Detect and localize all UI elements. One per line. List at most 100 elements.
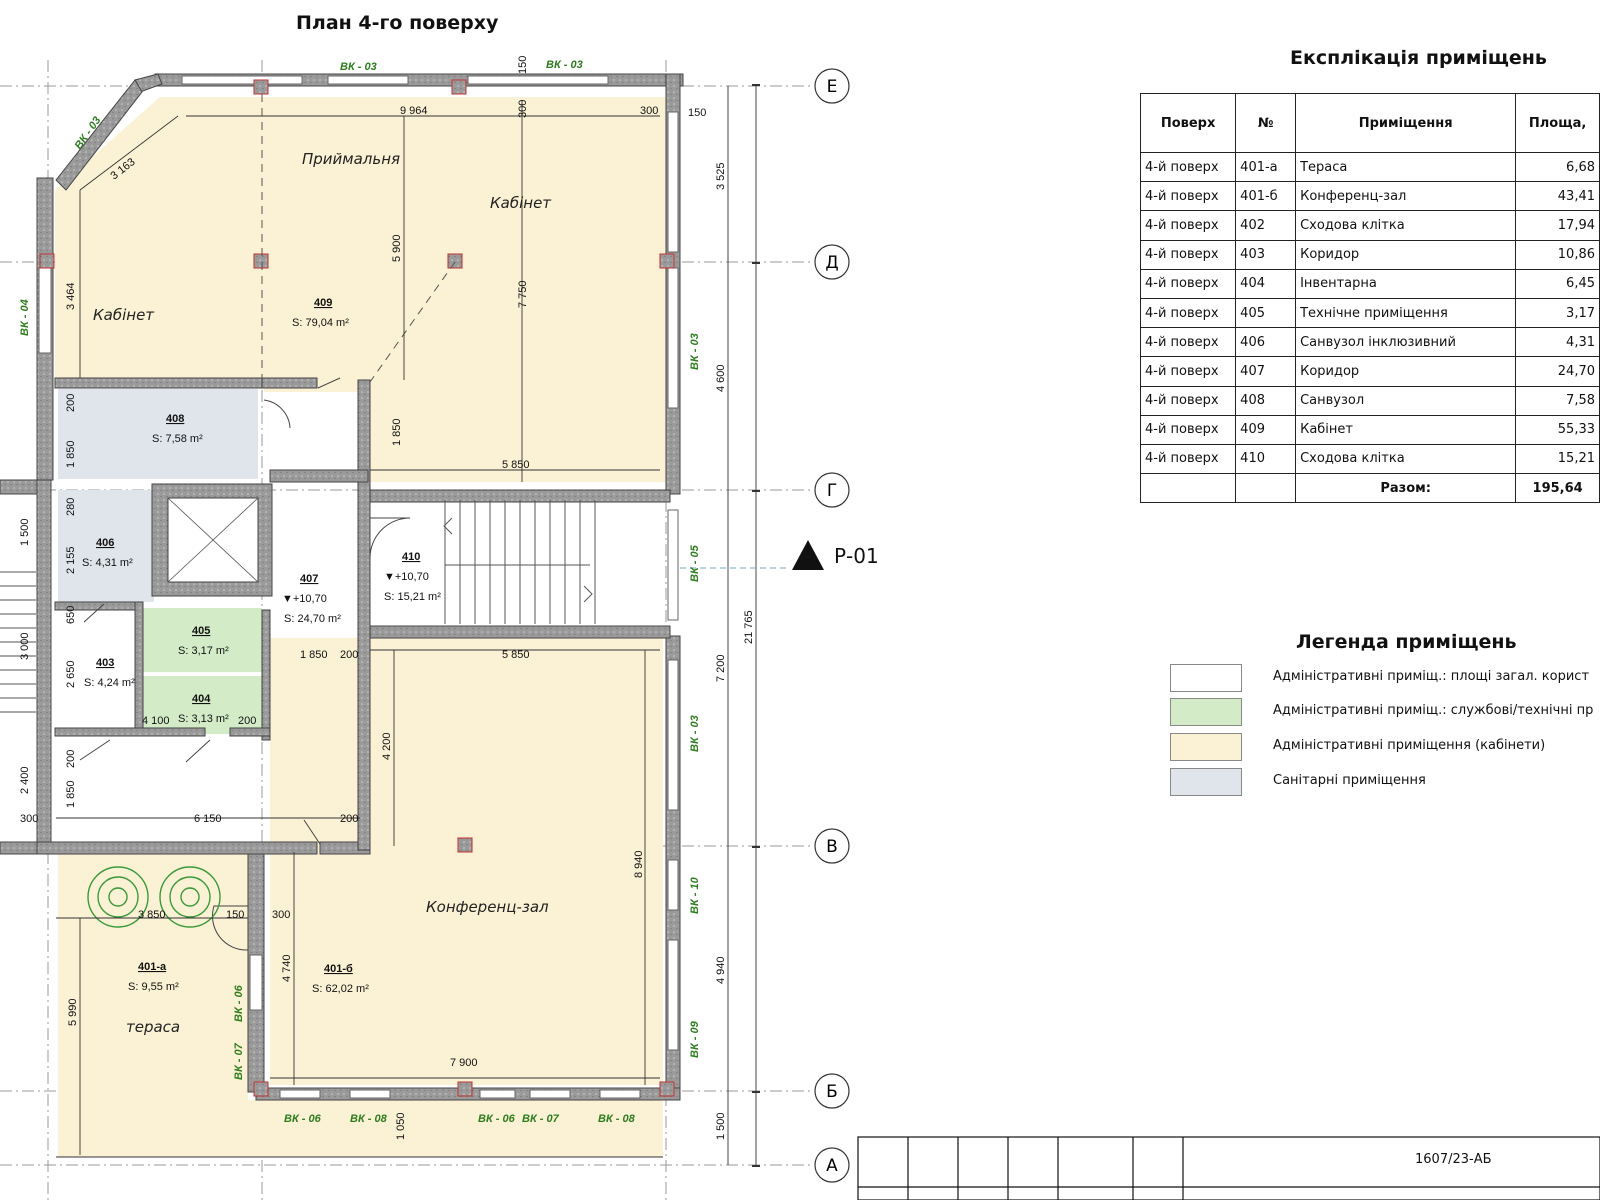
legend-text: Адміністративні приміщення (кабінети): [1273, 738, 1546, 753]
room-name-terrace: тераса: [126, 1018, 180, 1036]
window-tag: ВК - 04: [19, 299, 31, 336]
dim-label: 150: [226, 909, 244, 921]
legend-title: Легенда приміщень: [1296, 631, 1517, 653]
room-number-408: 408: [166, 413, 184, 425]
legend-text: Санітарні приміщення: [1273, 773, 1426, 788]
cell-room: Технічне приміщення: [1295, 297, 1517, 329]
total-value: 195,64: [1515, 473, 1600, 504]
legend-item: Адміністративні приміщення (кабінети): [1170, 732, 1545, 762]
dim-label: 2 155: [65, 546, 77, 574]
room-401b-fill-2: [370, 638, 663, 848]
cell-floor: 4-й поверх: [1139, 414, 1237, 445]
room-number-409: 409: [314, 297, 332, 309]
axis-bubble-v: [814, 828, 850, 864]
dim-label: 200: [340, 649, 358, 661]
cell-area: 10,86: [1515, 239, 1600, 270]
doors: [79, 377, 411, 951]
legend-swatch-public: [1170, 664, 1242, 692]
cell-number: 401-б: [1235, 181, 1297, 212]
room-401a-fill: [58, 852, 248, 1157]
plan-title: План 4-го поверху: [296, 12, 499, 34]
dim-label: 5 990: [67, 998, 79, 1026]
room-area-409: S: 79,04 m²: [292, 317, 349, 329]
cell-room: Сходова клітка: [1295, 443, 1517, 475]
axis-label-g: Г: [827, 481, 837, 501]
cell-area: 4,31: [1515, 327, 1600, 358]
axis-label-v: В: [826, 837, 838, 857]
window-tag: ВК - 10: [689, 876, 701, 914]
stairs-410: [443, 500, 596, 624]
header-area: Площа,: [1515, 93, 1600, 153]
cell-number: 409: [1235, 414, 1297, 445]
window-tag: ВК - 08: [350, 1113, 388, 1125]
window-tag: ВК - 03: [340, 61, 377, 73]
room-name-conference: Конференц-зал: [426, 898, 549, 916]
dim-label: 1 850: [65, 440, 77, 468]
dim-label: 650: [65, 606, 77, 624]
room-fills: [55, 97, 666, 1157]
room-names: Приймальня Кабінет Кабінет Конференц-зал…: [93, 150, 552, 1036]
window-tag: ВК - 08: [598, 1113, 636, 1125]
dim-label: 1 050: [395, 1112, 407, 1140]
room-number-403: 403: [96, 657, 114, 669]
axis-bubble-g: [814, 472, 850, 508]
dim-label: 200: [238, 715, 256, 727]
window-tag: ВК - 03: [689, 715, 701, 752]
legend-text: Адміністративні приміщ.: площі загал. ко…: [1273, 669, 1590, 684]
axis-bubble-e: [814, 68, 850, 104]
dimension-ticks: [752, 84, 760, 1167]
cell-area: 7,58: [1515, 385, 1600, 416]
dim-label: 1 850: [391, 418, 403, 446]
dimension-labels: 9 964 300 150 150 300 3 525 4 600 7 200 …: [19, 56, 755, 1140]
dim-label: 1 850: [65, 780, 77, 808]
room-number-407: 407: [300, 573, 318, 585]
cell-area: 55,33: [1515, 414, 1600, 445]
dim-label: 3 464: [65, 282, 77, 310]
room-area-401a: S: 9,55 m²: [128, 981, 179, 993]
dim-label: 7 750: [517, 280, 529, 308]
cell-room: Коридор: [1295, 239, 1517, 270]
cell-floor: 4-й поверх: [1139, 327, 1237, 358]
cell-room: Інвентарна: [1295, 268, 1517, 299]
cell-room: Коридор: [1295, 356, 1517, 387]
dim-label: 300: [272, 909, 290, 921]
explication-title: Експлікація приміщень: [1290, 47, 1547, 69]
terrace-strip-fill: [248, 1100, 663, 1157]
cell-area: 6,68: [1515, 151, 1600, 183]
cell-number: 408: [1235, 385, 1297, 416]
room-name-reception: Приймальня: [302, 150, 400, 168]
room-area-407: S: 24,70 m²: [284, 613, 341, 625]
window-tag: ВК - 06: [233, 984, 245, 1022]
legend-item: Санітарні приміщення: [1170, 767, 1426, 797]
cell-number: 407: [1235, 356, 1297, 387]
cell-floor: 4-й поверх: [1139, 297, 1237, 329]
dim-label: 5 900: [391, 234, 403, 262]
cell-floor: 4-й поверх: [1139, 268, 1237, 299]
stairs-402: [0, 571, 36, 713]
dim-label: 300: [517, 100, 529, 118]
cell-area: 6,45: [1515, 268, 1600, 299]
cell-number: 405: [1235, 297, 1297, 329]
dim-label: 4 600: [715, 364, 727, 392]
room-number-404: 404: [192, 693, 211, 705]
dim-label: 200: [65, 394, 77, 412]
window-tag: ВК - 07: [233, 1042, 245, 1080]
room-area-401b: S: 62,02 m²: [312, 983, 369, 995]
cell-number: 406: [1235, 327, 1297, 358]
window-tag: ВК - 03: [689, 333, 701, 370]
dim-label: 4 940: [715, 956, 727, 984]
cell-area: 24,70: [1515, 356, 1600, 387]
legend-text: Адміністративні приміщ.: службові/техніч…: [1273, 703, 1594, 718]
dim-label: 6 150: [194, 813, 222, 825]
room-number-401b: 401-б: [324, 963, 353, 975]
header-floor: Поверх: [1139, 93, 1237, 153]
section-mark-triangle: [792, 540, 824, 570]
cell-floor: 4-й поверх: [1139, 443, 1237, 475]
room-area-408: S: 7,58 m²: [152, 433, 203, 445]
